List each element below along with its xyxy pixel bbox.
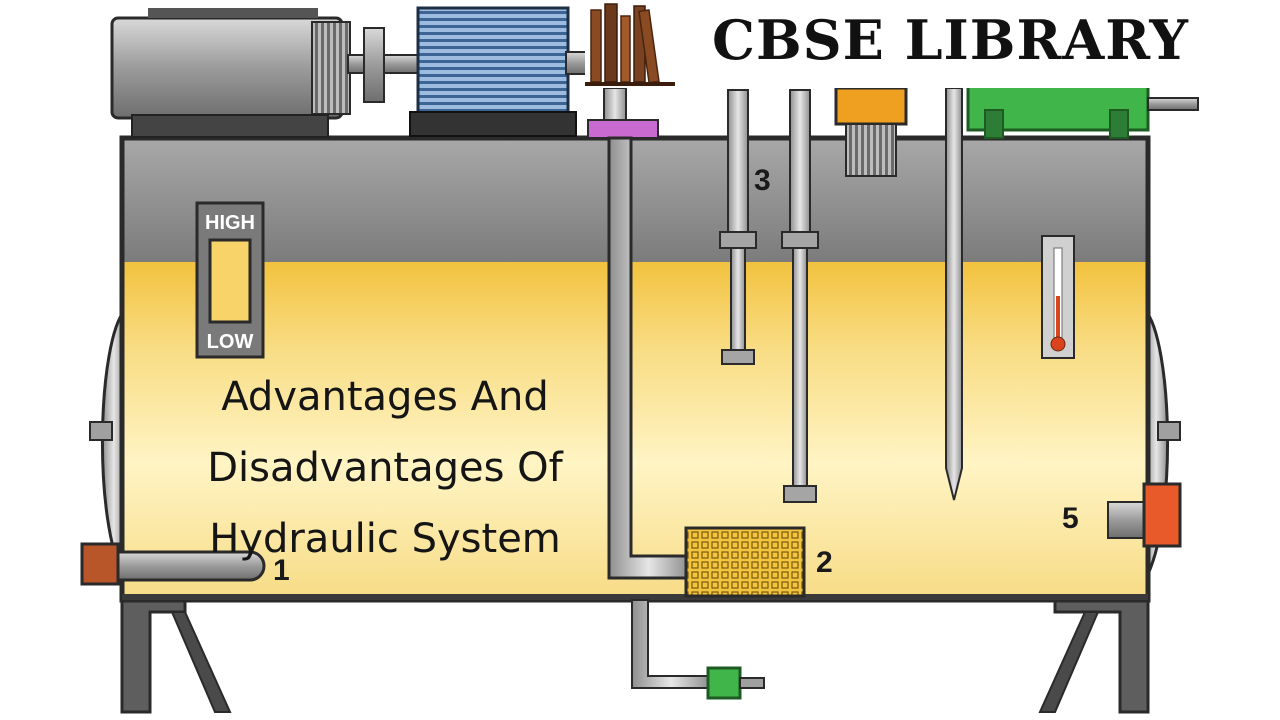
tank-body [119, 135, 1151, 603]
baffle-plate [945, 87, 963, 501]
books-logo-icon [585, 3, 675, 86]
drain-line [631, 599, 765, 700]
title-line-3: Hydraulic System [209, 516, 561, 562]
title-line-1: Advantages And [221, 374, 549, 420]
callout-5: 5 [1062, 502, 1079, 535]
heater-element [80, 542, 266, 586]
brand-banner [585, 0, 1280, 88]
sight-gauge-low-label: LOW [207, 331, 254, 353]
callout-3: 3 [754, 164, 771, 197]
sight-gauge [195, 201, 265, 359]
top-valve [966, 84, 1199, 139]
thermometer [1041, 235, 1075, 359]
brand-name: CBSE LIBRARY [712, 8, 1189, 72]
return-lines [719, 89, 819, 503]
temperature-switch [1107, 482, 1182, 548]
electric-motor [110, 8, 419, 138]
sight-gauge-high-label: HIGH [205, 212, 255, 234]
filler-breather-cap [834, 86, 908, 177]
callout-2: 2 [816, 546, 833, 579]
title-line-2: Disadvantages Of [207, 445, 563, 491]
strainer [684, 526, 806, 598]
page-title: Advantages And Disadvantages Of Hydrauli… [130, 362, 640, 575]
hydraulic-pump [409, 6, 591, 137]
callout-1: 1 [273, 554, 290, 587]
